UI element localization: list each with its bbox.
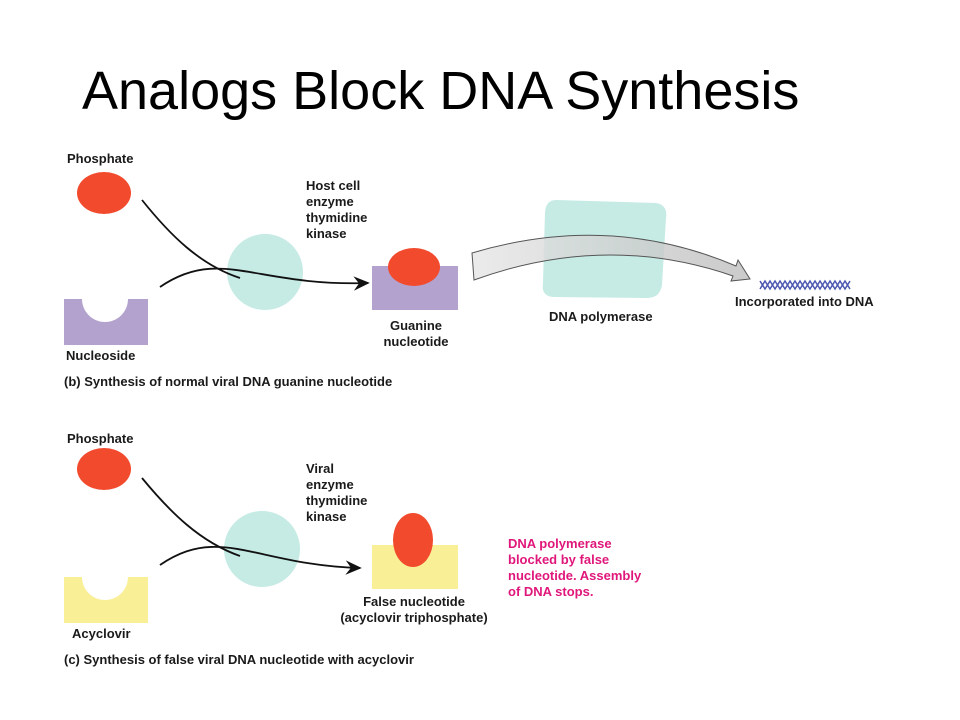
- phosphate-path-c: [141, 477, 241, 557]
- phosphate-shape-c: [77, 448, 131, 490]
- guanine-nucleotide-phosphate: [388, 248, 440, 286]
- false-nucleotide-label: False nucleotide (acyclovir triphosphate…: [340, 594, 488, 625]
- phosphate-label-c: Phosphate: [67, 431, 134, 446]
- guanine-nucleotide-label: Guanine nucleotide: [383, 318, 449, 349]
- caption-c: (c) Synthesis of false viral DNA nucleot…: [64, 652, 414, 667]
- host-enzyme-label: Host cell enzyme thymidine kinase: [306, 178, 368, 241]
- phosphate-path-b: [141, 199, 241, 279]
- enzyme-circle-c: [224, 511, 300, 587]
- false-nucleotide-phosphate: [393, 513, 433, 567]
- phosphate-shape-b: [77, 172, 131, 214]
- blocked-message: DNA polymerase blocked by false nucleoti…: [508, 536, 642, 599]
- polymerase-flow-arrow: [471, 234, 751, 282]
- nucleoside-shape-b: [64, 299, 148, 345]
- reaction-arrow-b: [159, 267, 370, 291]
- enzyme-circle-b: [227, 234, 303, 310]
- nucleoside-label: Nucleoside: [66, 348, 136, 363]
- reaction-arrow-c: [159, 546, 362, 575]
- phosphate-label-b: Phosphate: [67, 151, 134, 166]
- viral-enzyme-label: Viral enzyme thymidine kinase: [306, 461, 368, 524]
- page-title: Analogs Block DNA Synthesis: [82, 61, 800, 121]
- caption-b: (b) Synthesis of normal viral DNA guanin…: [64, 374, 393, 389]
- acyclovir-label: Acyclovir: [72, 626, 131, 641]
- incorporated-label: Incorporated into DNA: [735, 294, 874, 309]
- dna-polymerase-label: DNA polymerase: [549, 309, 653, 324]
- dna-helix-icon: [759, 279, 851, 291]
- acyclovir-shape: [64, 577, 148, 623]
